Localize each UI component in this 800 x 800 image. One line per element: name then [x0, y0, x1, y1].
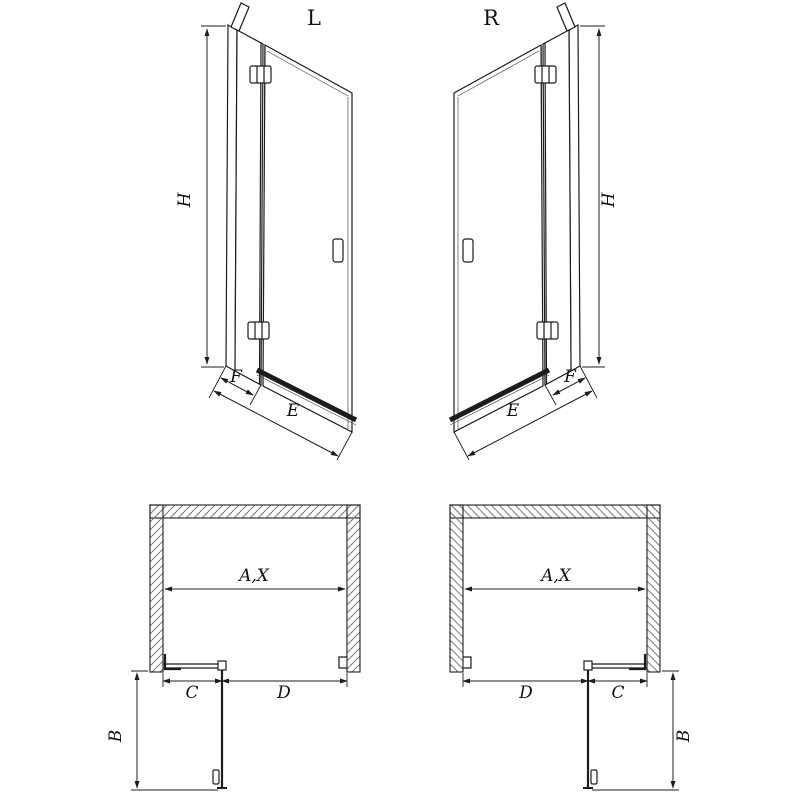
plan-view-left	[131, 505, 360, 790]
b-label-left: B	[106, 730, 126, 744]
door-width-label-right: E	[506, 401, 520, 421]
b-label-right: B	[674, 730, 694, 744]
variant-label-right: R	[483, 6, 500, 30]
c-label-left: C	[185, 683, 198, 703]
iso-door-right	[450, 3, 605, 460]
height-label-left: H	[175, 191, 195, 208]
fixed-width-label-right: F	[563, 367, 577, 387]
variant-label-left: L	[307, 6, 321, 30]
niche-width-label-left: A,X	[237, 566, 270, 586]
door-width-label-left: E	[286, 401, 300, 421]
d-label-right: D	[518, 683, 533, 703]
d-label-left: D	[276, 683, 291, 703]
c-label-right: C	[611, 683, 624, 703]
plan-view-right	[450, 505, 679, 790]
height-label-right: H	[599, 191, 619, 208]
fixed-width-label-left: F	[229, 367, 243, 387]
niche-width-label-right: A,X	[539, 566, 572, 586]
iso-door-left	[201, 3, 356, 460]
